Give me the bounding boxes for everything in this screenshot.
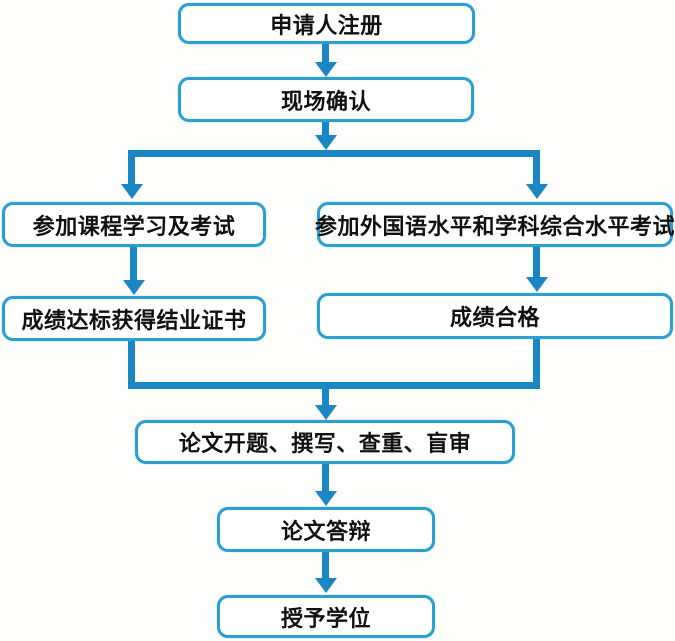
flow-node-thesis-defense: 论文答辩 — [217, 507, 435, 552]
merge-left-riser — [128, 341, 135, 389]
flow-node-course-study: 参加课程学习及考试 — [2, 202, 266, 247]
arrow-confirm-to-split — [322, 122, 329, 136]
arrowhead-down-icon — [315, 491, 337, 506]
arrowhead-down-icon — [315, 578, 337, 593]
split-right-drop — [533, 153, 540, 185]
arrowhead-down-icon — [315, 62, 337, 77]
merge-right-riser — [533, 339, 540, 389]
merge-connector-bar — [128, 382, 540, 389]
flow-node-label: 论文开题、撰写、查重、盲审 — [178, 431, 472, 456]
arrowhead-down-icon — [526, 184, 548, 199]
arrow-course-to-cert — [130, 247, 137, 281]
flow-node-pass-grades: 成绩合格 — [317, 293, 673, 339]
flow-node-label: 参加课程学习及考试 — [32, 213, 236, 239]
arrowhead-down-icon — [121, 184, 143, 199]
arrow-defense-to-degree — [322, 552, 329, 579]
split-connector-bar — [128, 150, 540, 157]
flow-node-label: 现场确认 — [280, 88, 371, 114]
flow-node-onsite-confirm: 现场确认 — [178, 77, 474, 122]
flow-node-degree-award: 授予学位 — [217, 595, 435, 638]
split-left-drop — [128, 153, 135, 185]
flow-node-label: 参加外国语水平和学科综合水平考试 — [315, 213, 675, 239]
arrow-thesis-to-defense — [322, 464, 329, 492]
arrowhead-down-icon — [315, 405, 337, 420]
arrow-merge-to-thesis — [322, 389, 329, 406]
arrowhead-down-icon — [123, 280, 145, 295]
flow-node-thesis-process: 论文开题、撰写、查重、盲审 — [135, 420, 515, 464]
flow-node-register: 申请人注册 — [178, 3, 475, 44]
flow-node-label: 授予学位 — [280, 605, 371, 631]
arrow-exam-to-pass — [533, 247, 540, 278]
flow-node-label: 成绩达标获得结业证书 — [21, 307, 247, 333]
flow-node-label: 成绩合格 — [449, 305, 540, 330]
flow-node-label: 论文答辩 — [280, 518, 371, 544]
arrowhead-down-icon — [526, 277, 548, 292]
flow-node-label: 申请人注册 — [270, 12, 383, 38]
arrow-register-to-confirm — [322, 44, 329, 63]
flow-node-completion-cert: 成绩达标获得结业证书 — [2, 296, 266, 341]
arrowhead-down-icon — [315, 135, 337, 150]
flow-node-foreign-lang-exam: 参加外国语水平和学科综合水平考试 — [315, 202, 675, 247]
